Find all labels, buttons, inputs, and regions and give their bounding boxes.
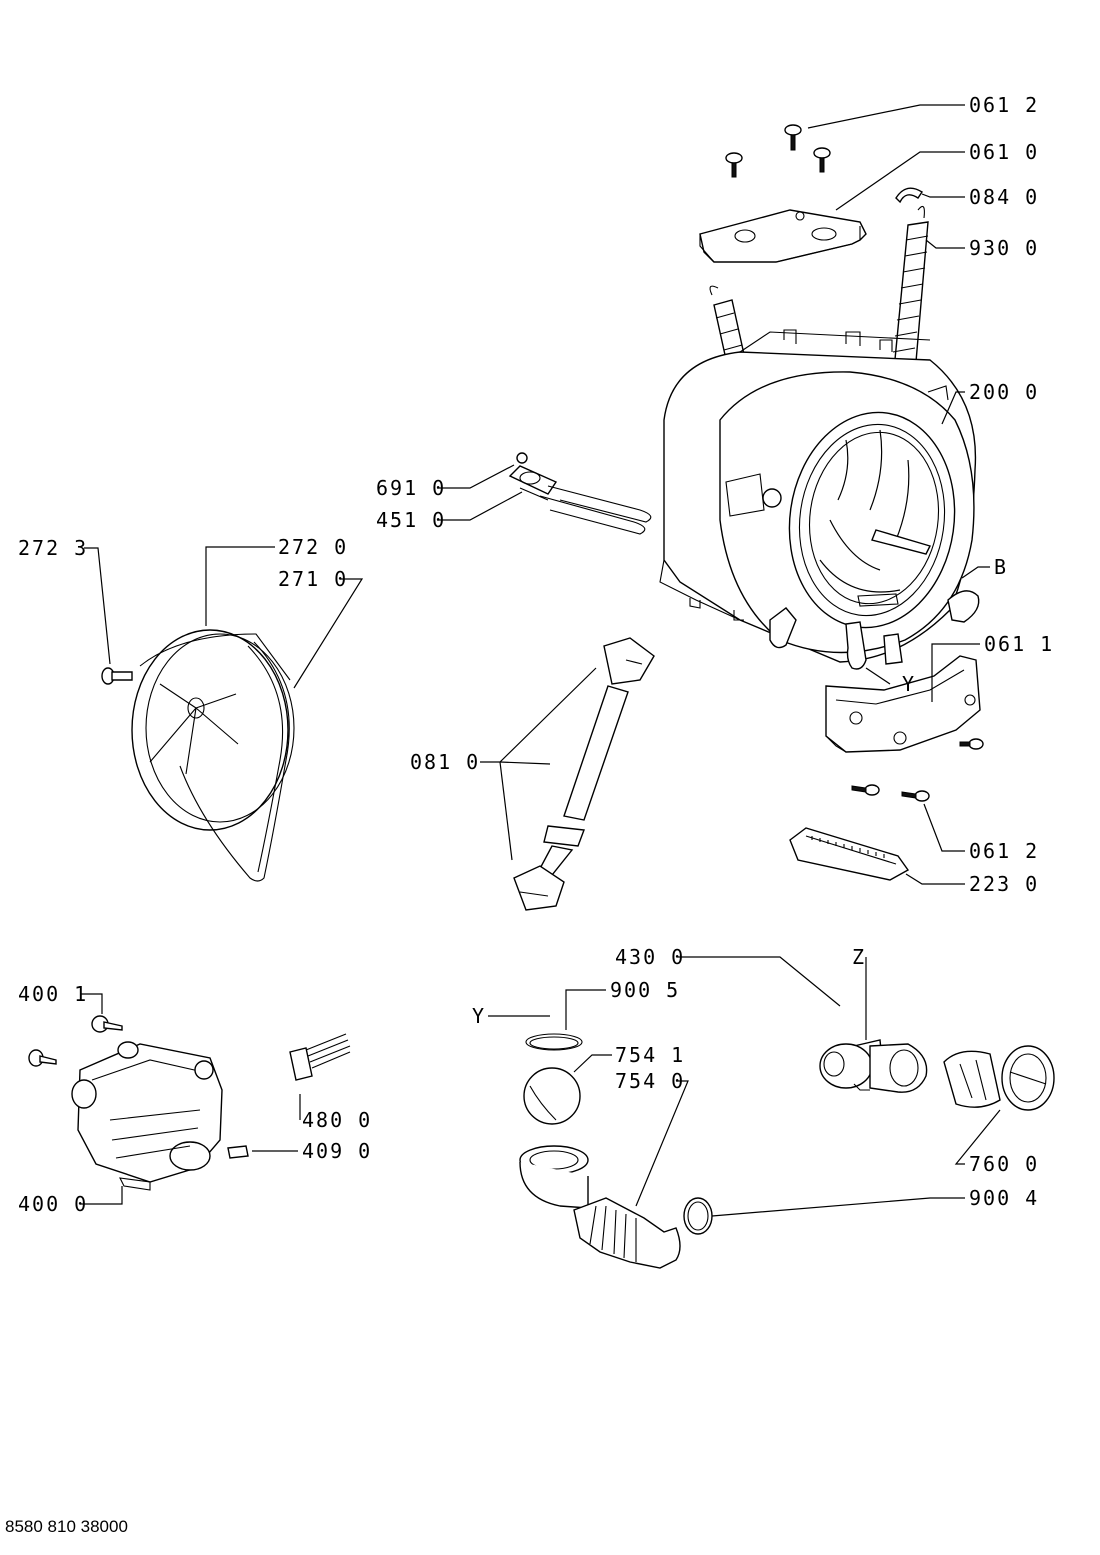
clip-409-0 <box>227 1145 249 1159</box>
label-760-0: 760 0 <box>969 1152 1039 1176</box>
label-223-0: 223 0 <box>969 872 1039 896</box>
label-430-0: 430 0 <box>615 945 685 969</box>
cover-223-0 <box>789 827 910 881</box>
motor-400-0 <box>71 1041 223 1191</box>
bolt-motor-left <box>28 1049 57 1067</box>
filter-760-0 <box>943 1045 1055 1111</box>
ball-754-1 <box>523 1067 581 1125</box>
label-754-0: 754 0 <box>615 1069 685 1093</box>
pulley-272-0 <box>131 629 295 831</box>
leader-lines <box>80 104 1001 1217</box>
label-061-0: 061 0 <box>969 140 1039 164</box>
oring-900-5 <box>525 1033 583 1051</box>
heater-451-0 <box>508 452 652 535</box>
clamp-900-4 <box>683 1197 713 1235</box>
label-061-2-top: 061 2 <box>969 93 1039 117</box>
clip-084-0 <box>895 187 923 204</box>
label-084-0: 084 0 <box>969 185 1039 209</box>
belt-271-0 <box>179 641 290 882</box>
counterweight-061-0 <box>699 209 867 263</box>
screw-right-top <box>813 147 831 173</box>
label-480-0: 480 0 <box>302 1108 372 1132</box>
label-400-0: 400 0 <box>18 1192 88 1216</box>
label-081-0: 081 0 <box>410 750 480 774</box>
label-061-1: 061 1 <box>984 632 1054 656</box>
label-930-0: 930 0 <box>969 236 1039 260</box>
label-900-5: 900 5 <box>610 978 680 1002</box>
bolt-400-1 <box>91 1015 123 1033</box>
label-754-1: 754 1 <box>615 1043 685 1067</box>
label-271-0: 271 0 <box>278 567 348 591</box>
screw-061-2-lower-a <box>851 784 880 796</box>
label-Y-drum: Y <box>902 672 916 696</box>
label-900-4: 900 4 <box>969 1186 1039 1210</box>
label-451-0: 451 0 <box>376 508 446 532</box>
pump-430-0 <box>819 1039 928 1093</box>
label-B: B <box>994 555 1008 579</box>
connector-480-0 <box>289 1033 351 1081</box>
screw-left-top <box>725 152 743 178</box>
sump-hose-754-0 <box>519 1145 681 1269</box>
label-400-1: 400 1 <box>18 982 88 1006</box>
part-labels: 061 2 061 0 084 0 930 0 200 0 B 061 1 Y … <box>18 93 1054 1216</box>
bolt-272-3 <box>101 667 133 685</box>
bracket-061-1 <box>825 655 981 753</box>
tub-drum-200-0 <box>659 329 980 670</box>
label-272-3: 272 3 <box>18 536 88 560</box>
drawing-code: 8580 810 38000 <box>5 1517 128 1536</box>
label-409-0: 409 0 <box>302 1139 372 1163</box>
label-Y-pump: Y <box>472 1004 486 1028</box>
screw-061-2-lower-b <box>901 790 930 802</box>
screw-bracket-right <box>959 738 984 750</box>
label-272-0: 272 0 <box>278 535 348 559</box>
shock-absorber-081-0 <box>513 637 655 911</box>
label-061-2-lower: 061 2 <box>969 839 1039 863</box>
label-200-0: 200 0 <box>969 380 1039 404</box>
screw-061-2-top <box>784 124 802 151</box>
label-691-0: 691 0 <box>376 476 446 500</box>
label-Z: Z <box>852 945 866 969</box>
